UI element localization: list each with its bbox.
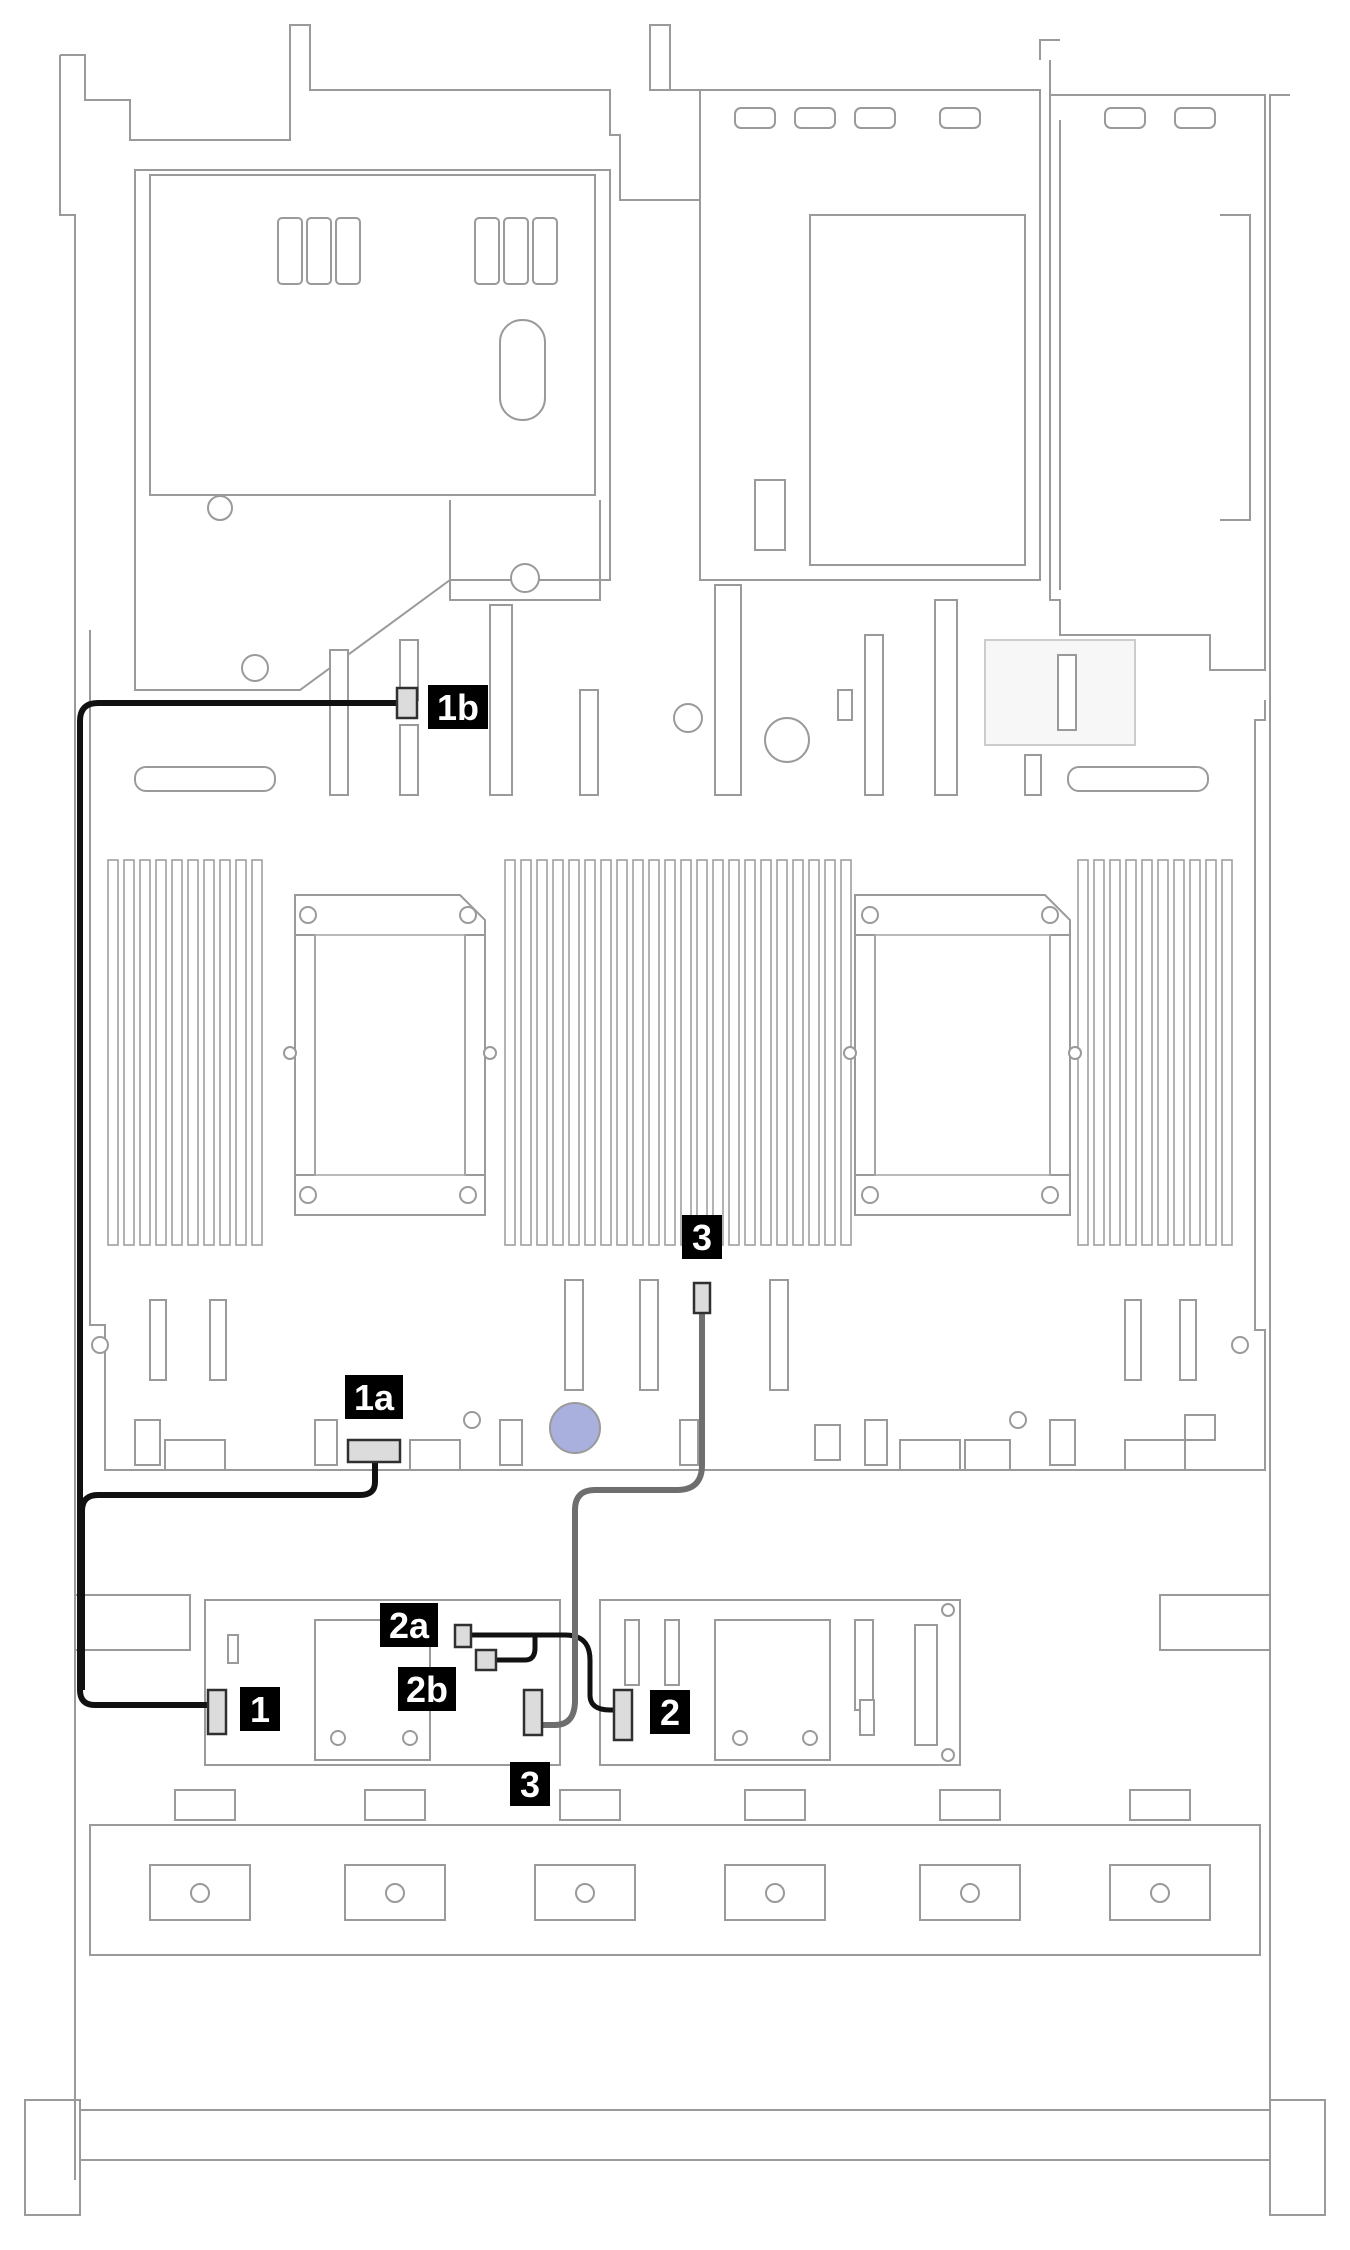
riser-cage-left xyxy=(60,24,701,691)
pcie-slot xyxy=(864,634,884,796)
screw-icon xyxy=(241,654,269,682)
processor-socket-2 xyxy=(843,894,1082,1216)
riser-cage-right xyxy=(699,39,1266,671)
callout-2: 2 xyxy=(650,1690,690,1734)
connector-3-top xyxy=(692,1281,712,1315)
callout-2b: 2b xyxy=(398,1667,456,1711)
screw-icon xyxy=(510,563,540,593)
screw-icon xyxy=(673,703,703,733)
slot-hole xyxy=(306,217,332,285)
cmos-battery xyxy=(764,717,810,763)
slot-hole xyxy=(503,217,529,285)
pcie-slots-upper xyxy=(329,584,1136,796)
connector-1 xyxy=(206,1688,228,1736)
cable-connectors xyxy=(206,686,712,1742)
internal-connector xyxy=(1067,766,1209,792)
callout-3-top-text: 3 xyxy=(692,1217,712,1258)
pcie-slot xyxy=(1024,754,1042,796)
internal-connector xyxy=(134,766,276,792)
system-board xyxy=(89,630,1266,1471)
callout-1: 1 xyxy=(240,1687,280,1731)
callout-1a-text: 1a xyxy=(354,1377,395,1418)
pcie-slot xyxy=(714,584,742,796)
slot-hole xyxy=(474,217,500,285)
slot-hole xyxy=(532,217,558,285)
tpm-slot xyxy=(1057,654,1077,731)
callout-3-top: 3 xyxy=(682,1215,722,1259)
chassis xyxy=(24,55,1326,2216)
callout-2a-text: 2a xyxy=(389,1605,430,1646)
callout-3-bottom-text: 3 xyxy=(520,1764,540,1805)
riser-brackets xyxy=(734,107,1216,129)
callout-1b-text: 1b xyxy=(437,687,479,728)
screw-icon xyxy=(207,495,233,521)
connector-2b xyxy=(474,1648,498,1672)
pcie-slot xyxy=(489,604,513,796)
pcie-slot xyxy=(934,599,958,796)
callout-2a: 2a xyxy=(380,1603,438,1647)
callout-2-text: 2 xyxy=(660,1692,680,1733)
lower-connectors xyxy=(91,1279,1249,1471)
connector-2 xyxy=(612,1688,634,1742)
cable-3-gray xyxy=(540,1310,705,1728)
riser-latch xyxy=(754,479,786,551)
slot-hole xyxy=(277,217,303,285)
cable-1-black xyxy=(77,700,405,1708)
connector-1a xyxy=(346,1438,402,1464)
jumper xyxy=(837,689,853,721)
handle-slot xyxy=(499,319,546,421)
slot-hole xyxy=(335,217,361,285)
dimm-bank-right xyxy=(1077,859,1233,1246)
connector-3-bottom xyxy=(522,1688,544,1737)
dimm-bank-left xyxy=(107,859,263,1246)
pcie-slot xyxy=(329,649,349,796)
fan-cage xyxy=(89,1789,1261,1956)
callout-1-text: 1 xyxy=(250,1689,270,1730)
callout-1b: 1b xyxy=(428,685,488,729)
processor-socket-1 xyxy=(283,894,497,1216)
backplane-right xyxy=(599,1599,961,1766)
callout-1a: 1a xyxy=(345,1375,403,1419)
pcie-slot xyxy=(579,689,599,796)
connector-2a xyxy=(453,1623,473,1649)
pcie-slot xyxy=(399,724,419,796)
dimm-bank-center xyxy=(504,859,852,1246)
callout-3-bottom: 3 xyxy=(510,1762,550,1806)
callout-2b-text: 2b xyxy=(406,1669,448,1710)
connector-1b xyxy=(395,686,419,720)
